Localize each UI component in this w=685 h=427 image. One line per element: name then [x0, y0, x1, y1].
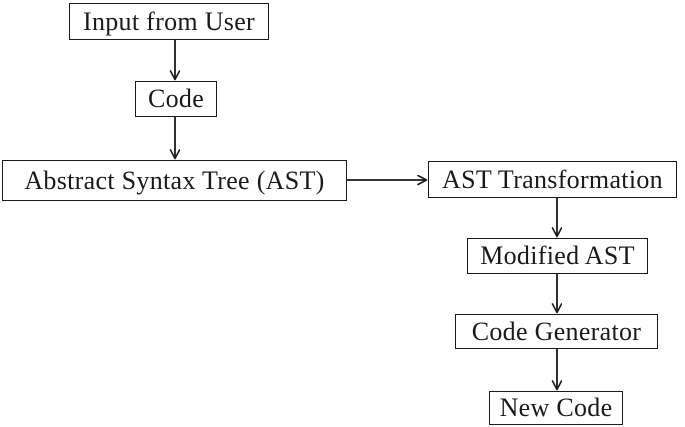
node-input-from-user-label: Input from User: [82, 6, 255, 36]
node-abstract-syntax-tree-label: Abstract Syntax Tree (AST): [24, 165, 325, 195]
node-ast-transformation: AST Transformation: [428, 161, 677, 198]
node-input-from-user: Input from User: [69, 3, 269, 40]
node-code: Code: [135, 81, 217, 117]
node-new-code-label: New Code: [499, 393, 613, 422]
node-modified-ast: Modified AST: [467, 238, 648, 274]
node-code-generator: Code Generator: [455, 314, 658, 349]
node-ast-transformation-label: AST Transformation: [442, 164, 663, 194]
node-code-generator-label: Code Generator: [471, 316, 642, 346]
node-abstract-syntax-tree: Abstract Syntax Tree (AST): [2, 160, 347, 201]
node-new-code: New Code: [489, 391, 623, 425]
node-code-label: Code: [147, 84, 205, 113]
node-modified-ast-label: Modified AST: [480, 241, 635, 270]
